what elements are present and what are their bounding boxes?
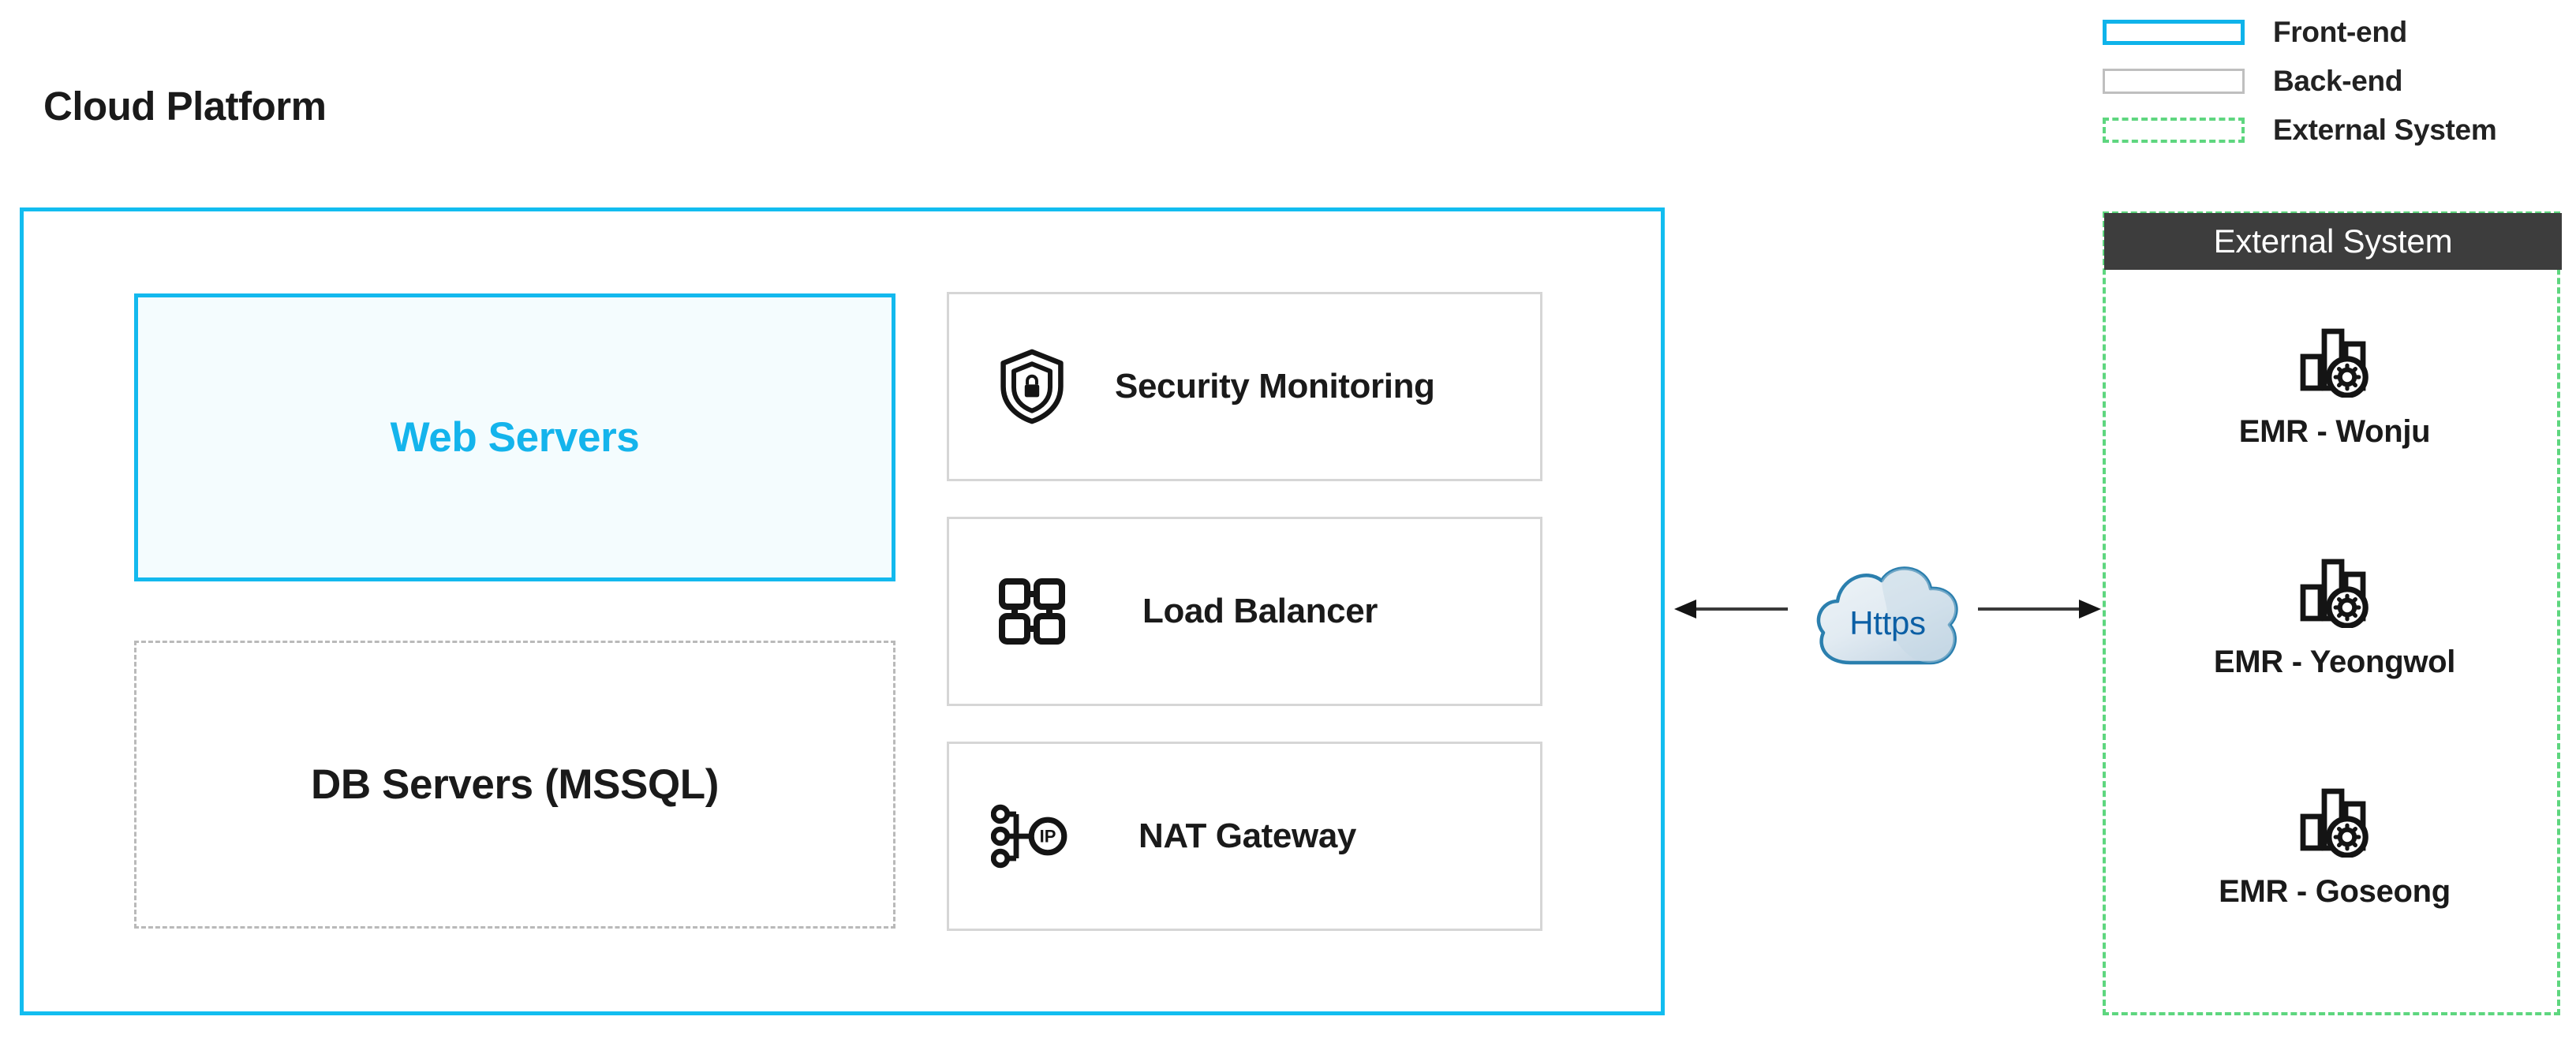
db-servers-label: DB Servers (MSSQL) [310, 761, 720, 808]
external-system-header: External System [2104, 213, 2562, 270]
emr-node-yeongwol[interactable]: EMR - Yeongwol [2106, 555, 2563, 680]
legend-label-front-end: Front-end [2273, 16, 2407, 48]
service-card-load-balancer[interactable]: Load Balancer [947, 517, 1542, 706]
legend-label-back-end: Back-end [2273, 65, 2403, 97]
arrow-right-icon [1976, 593, 2103, 629]
legend-swatch-external-system [2103, 118, 2245, 143]
svg-text:IP: IP [1040, 827, 1056, 847]
emr-label-goseong: EMR - Goseong [2219, 874, 2451, 909]
legend-item-back-end: Back-end [2103, 57, 2576, 106]
emr-node-goseong[interactable]: EMR - Goseong [2106, 785, 2563, 910]
https-connector-group: Https [1673, 536, 2103, 710]
emr-label-yeongwol: EMR - Yeongwol [2213, 645, 2456, 679]
web-servers-box[interactable]: Web Servers [134, 293, 895, 581]
emr-label-wonju: EMR - Wonju [2238, 414, 2431, 449]
bar-chart-gear-icon [2297, 555, 2372, 632]
shield-lock-icon [969, 347, 1095, 426]
external-system-container: External System E [2103, 211, 2563, 1015]
service-label-nat-gateway: NAT Gateway [1138, 817, 1356, 855]
nat-ip-icon: IP [969, 798, 1095, 874]
service-card-nat-gateway[interactable]: IP NAT Gateway [947, 742, 1542, 931]
web-servers-label: Web Servers [390, 414, 640, 461]
legend-label-external-system: External System [2273, 114, 2497, 146]
legend-item-external-system: External System [2103, 106, 2576, 155]
bar-chart-gear-icon [2297, 785, 2372, 861]
db-servers-box[interactable]: DB Servers (MSSQL) [134, 641, 895, 929]
service-label-security-monitoring: Security Monitoring [1115, 367, 1435, 406]
legend-swatch-front-end [2103, 20, 2245, 45]
bar-chart-gear-icon [2297, 325, 2372, 402]
load-balancer-nodes-icon [969, 574, 1095, 649]
legend: Front-end Back-end External System [2103, 8, 2576, 155]
legend-item-front-end: Front-end [2103, 8, 2576, 57]
page-title: Cloud Platform [43, 84, 327, 129]
https-cloud-shape [1803, 544, 1972, 706]
service-card-security-monitoring[interactable]: Security Monitoring [947, 292, 1542, 481]
service-label-load-balancer: Load Balancer [1142, 592, 1378, 630]
legend-swatch-back-end [2103, 69, 2245, 94]
emr-node-wonju[interactable]: EMR - Wonju [2106, 325, 2563, 450]
arrow-left-icon [1673, 593, 1789, 629]
